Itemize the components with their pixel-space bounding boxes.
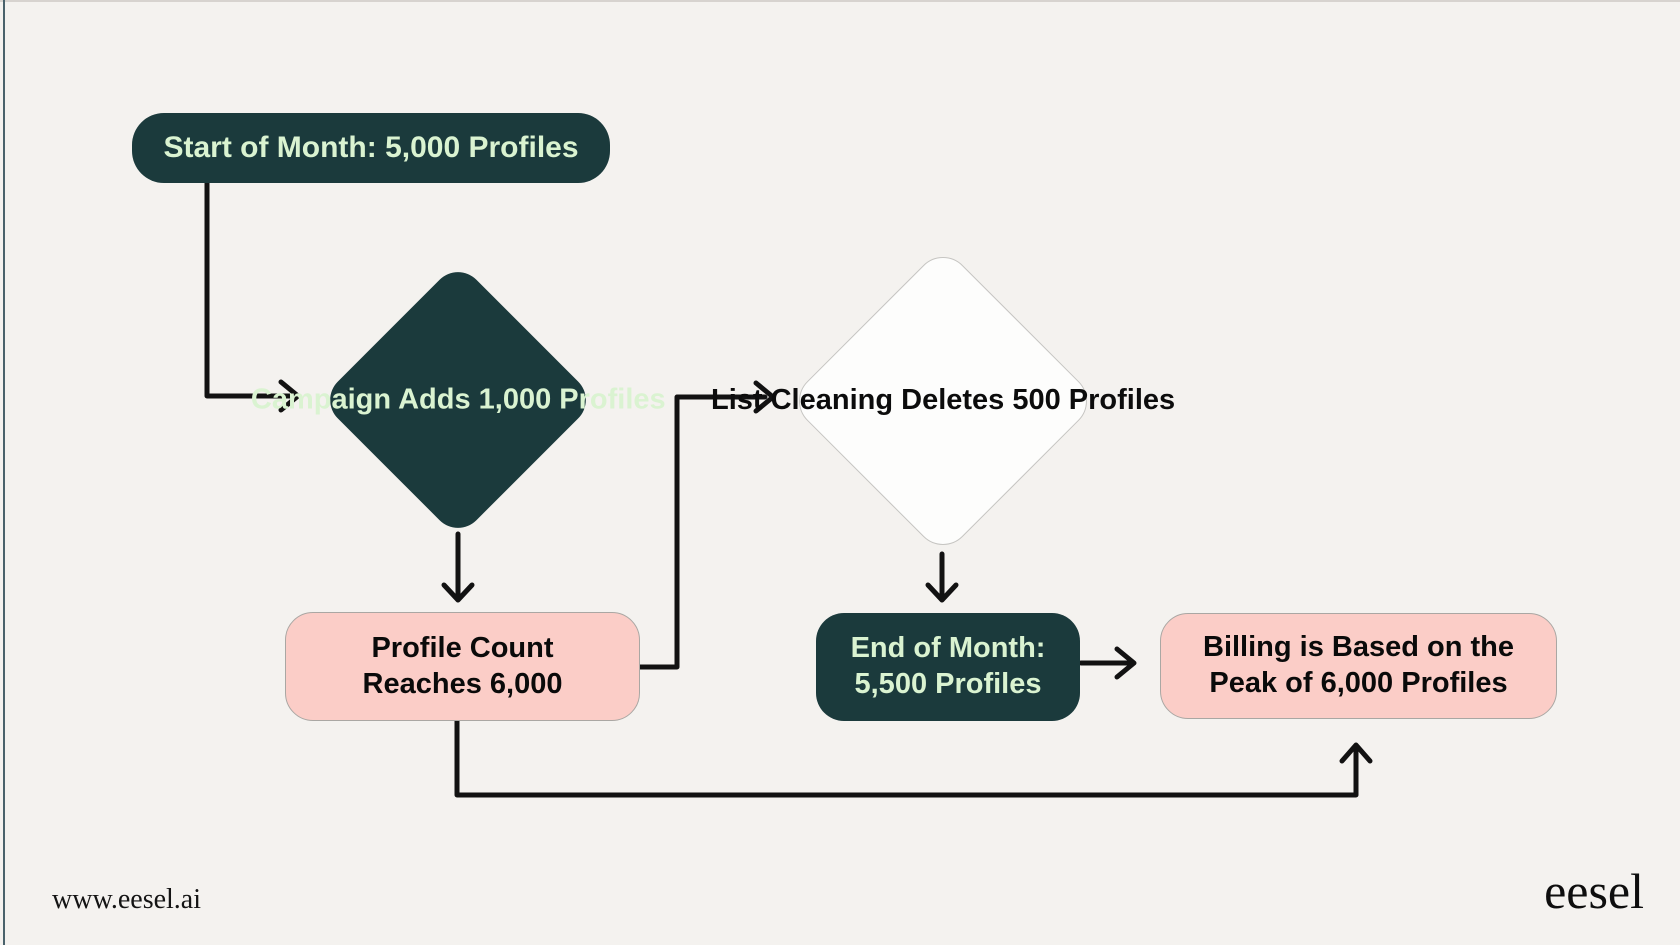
node-label-line: End of Month: [850,632,1046,665]
node-label-line: Campaign [250,383,391,416]
node-label-line: Profile Count [371,631,554,664]
arrowhead-up-icon [1339,742,1373,764]
node-end-of-month: End of Month: 5,500 Profiles [816,613,1080,721]
arrowhead-right-icon [753,380,776,414]
edge-profile-count-to-list-cleaning [637,394,768,670]
node-label-line: List [710,384,763,417]
arrowhead-down-icon [925,582,959,603]
node-label: Start of Month: 5,000 Profiles [163,131,579,165]
edge-profile-count-to-billing [454,718,1359,798]
node-profile-count-reaches: Profile Count Reaches 6,000 [285,612,640,721]
node-label-line: Adds 1,000 [397,383,551,416]
node-label: List Cleaning Deletes 500 Profiles [711,383,1175,419]
arrowhead-right-icon [278,379,301,413]
node-label-line: 500 Profiles [1012,384,1176,417]
node-label: Profile Count Reaches 6,000 [363,631,563,703]
node-label-line: Peak of 6,000 Profiles [1209,667,1508,699]
node-label: Campaign Adds 1,000 Profiles [251,382,666,418]
arrowhead-right-icon [1114,646,1137,680]
edge-start-to-campaign [204,180,293,399]
top-border-line [0,0,1680,2]
node-label-line: Cleaning Deletes [770,384,1005,417]
node-label: End of Month: 5,500 Profiles [851,631,1046,703]
left-border-line [3,0,5,945]
node-label: Billing is Based on the Peak of 6,000 Pr… [1203,630,1514,702]
arrowhead-down-icon [441,582,475,603]
node-label-line: 5,500 Profiles [854,668,1042,700]
node-label-line: Profiles [559,383,666,416]
website-url: www.eesel.ai [52,884,202,915]
node-label-line: Billing is Based on the [1203,631,1514,664]
eesel-logo: eesel [1544,863,1644,919]
node-billing-peak: Billing is Based on the Peak of 6,000 Pr… [1160,613,1557,719]
node-label-line: Reaches 6,000 [362,667,563,700]
node-start-of-month: Start of Month: 5,000 Profiles [132,113,610,183]
